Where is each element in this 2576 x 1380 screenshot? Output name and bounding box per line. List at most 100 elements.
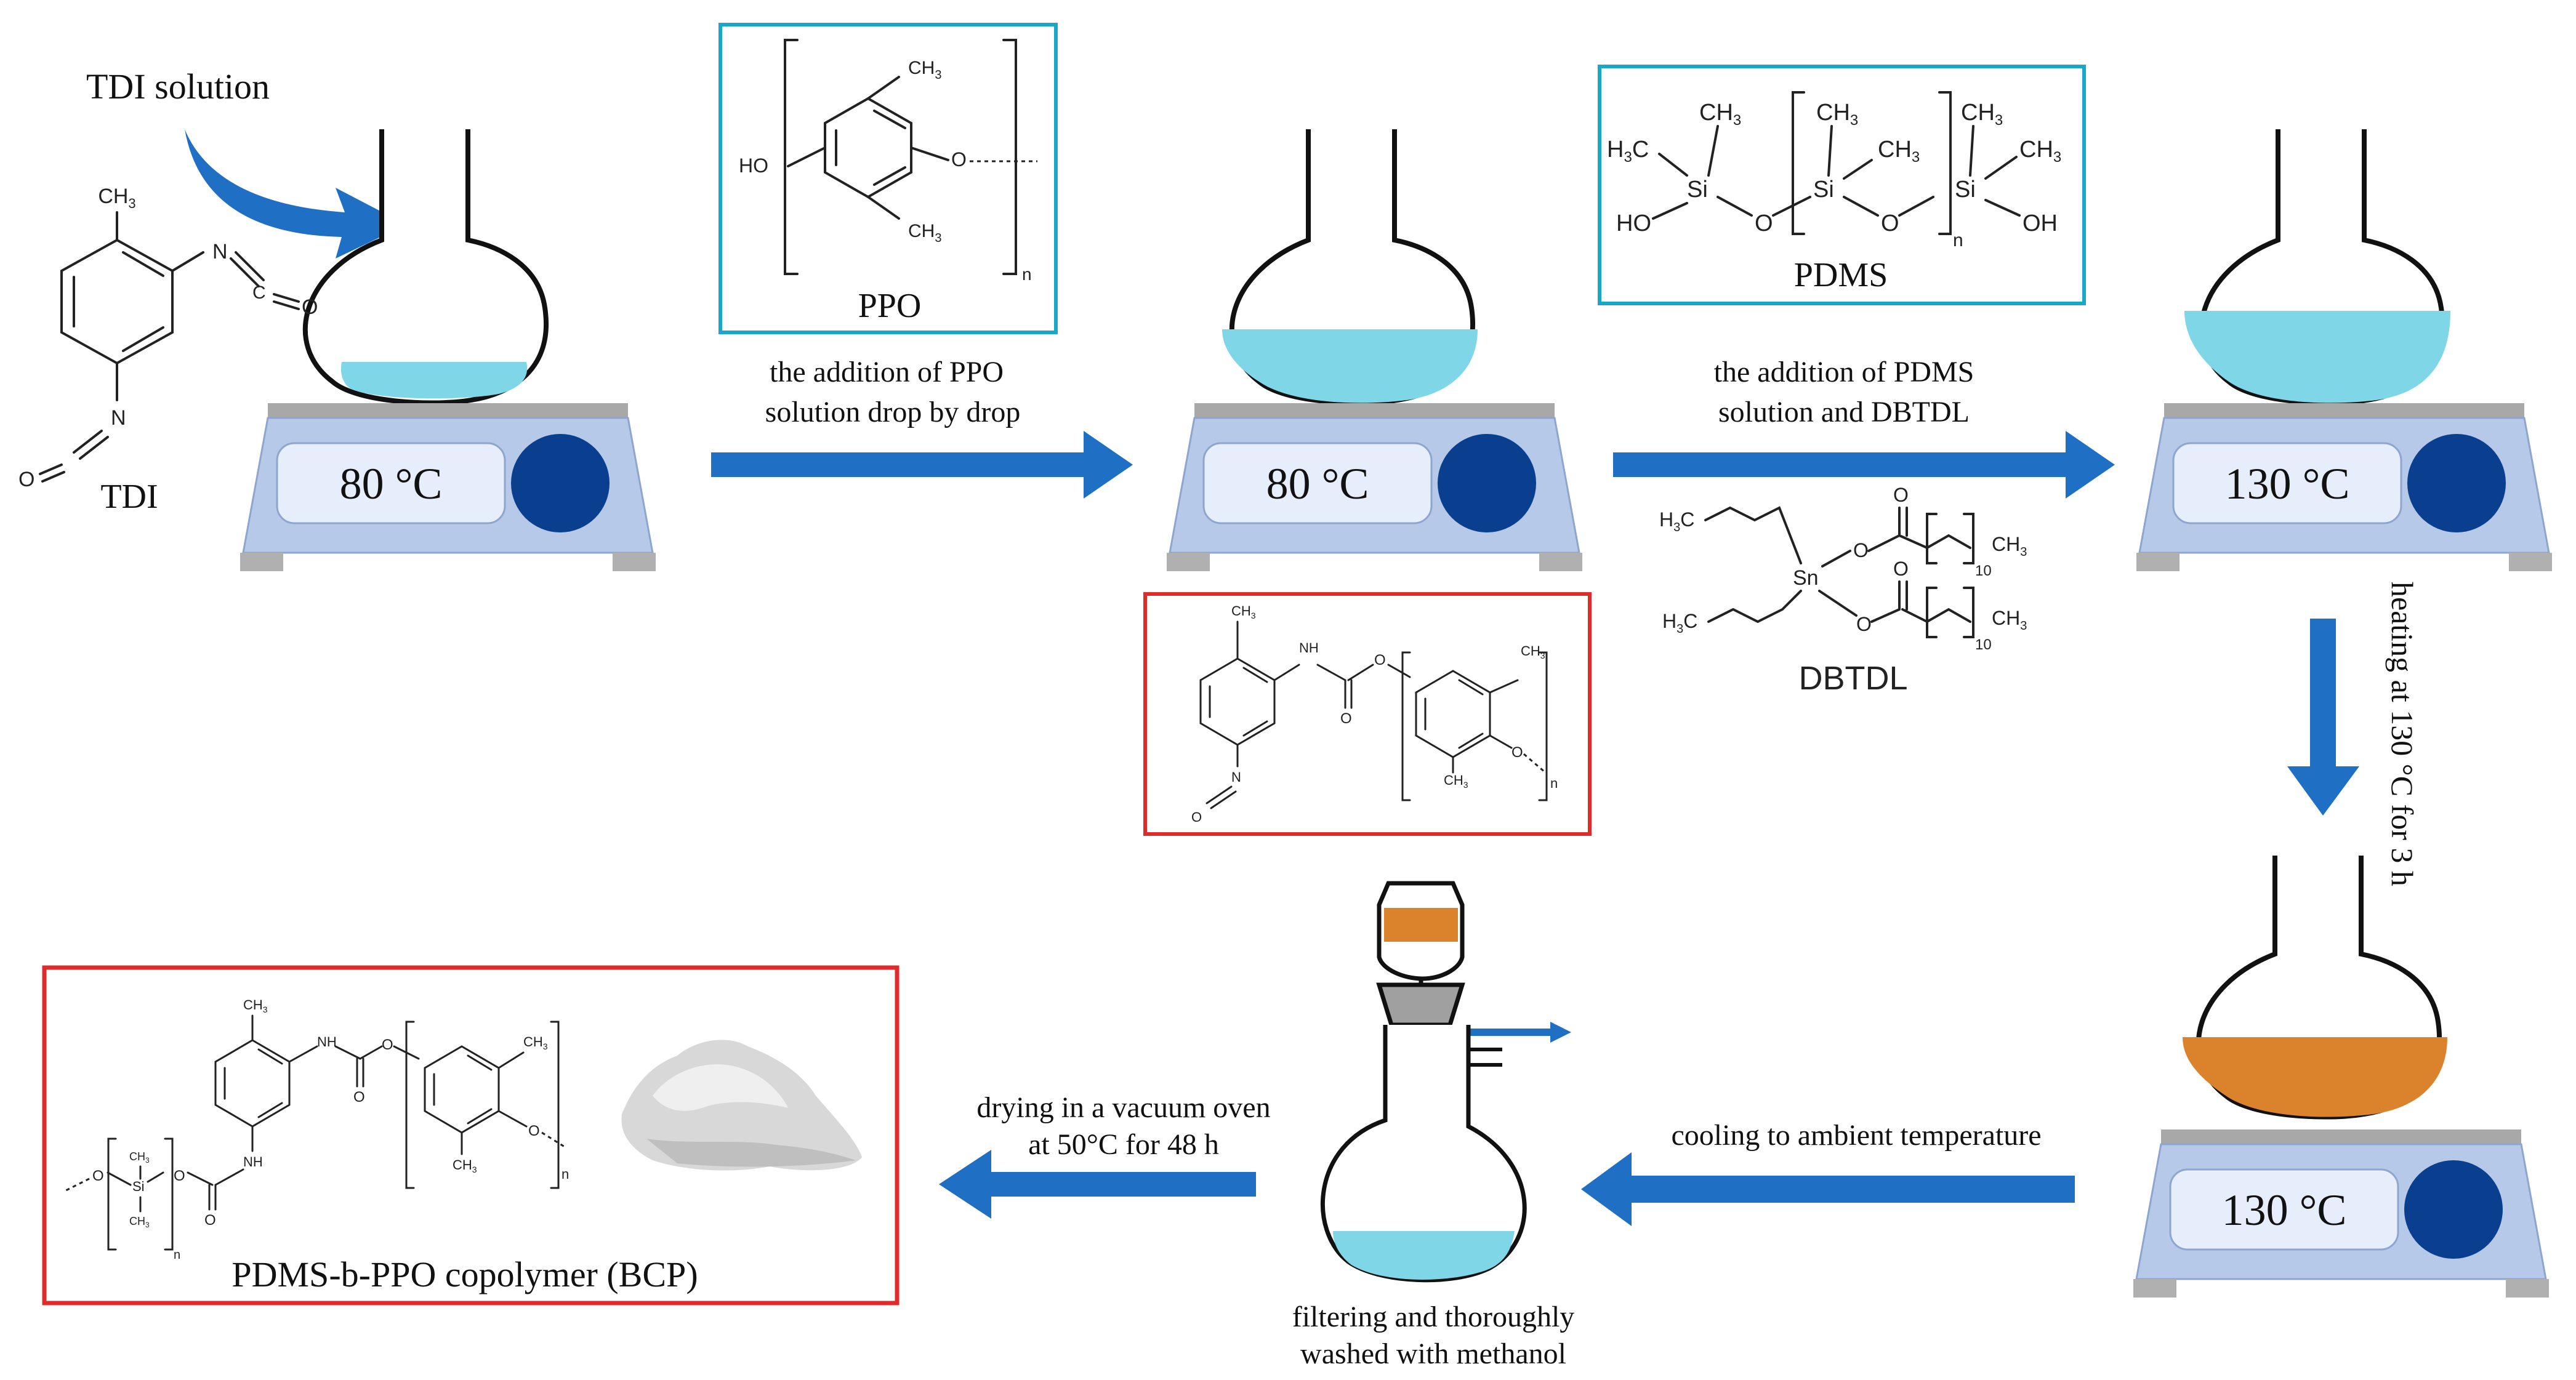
svg-text:O: O [1511, 744, 1523, 761]
svg-text:CH3: CH3 [1521, 643, 1545, 660]
step-heating-label: heating at 130 °C for 3 h [2385, 582, 2420, 886]
svg-text:CH3: CH3 [1816, 100, 1858, 129]
svg-text:10: 10 [1975, 636, 1992, 653]
svg-text:O: O [174, 1168, 185, 1184]
svg-text:O: O [353, 1089, 365, 1105]
svg-text:O: O [1893, 484, 1909, 506]
svg-text:N: N [111, 406, 126, 430]
svg-text:O: O [302, 295, 318, 319]
svg-text:CH3: CH3 [243, 997, 268, 1014]
svg-text:CH3: CH3 [129, 1215, 150, 1229]
svg-text:CH3: CH3 [908, 58, 941, 82]
hotplate-2-temp: 80 °C [1266, 459, 1369, 508]
svg-text:n: n [1550, 776, 1558, 791]
svg-text:O: O [1340, 710, 1352, 727]
pdms-structure: H3C CH3 Si HO O CH3 Si CH3 O n CH3 Si CH… [1607, 91, 2061, 294]
hotplate-1-knob [511, 434, 610, 532]
powder-image [621, 1040, 862, 1171]
pdms-label: PDMS [1794, 256, 1888, 294]
svg-text:O: O [1853, 539, 1869, 561]
svg-text:H3C: H3C [1662, 610, 1697, 636]
arrow-step-drying [939, 1150, 1256, 1219]
intermediate-structure: CH3 NH O O CH3 CH3 O n N O [1191, 603, 1558, 825]
step-ppo-line1: the addition of PPO [770, 356, 1004, 388]
svg-text:NH: NH [1299, 640, 1319, 656]
pdms-structure-box [1598, 65, 2086, 305]
svg-text:O: O [1755, 211, 1773, 236]
ppo-label: PPO [858, 287, 922, 325]
svg-text:NH: NH [317, 1034, 337, 1049]
arrow-step-heating [2287, 619, 2359, 816]
svg-text:N: N [212, 240, 228, 263]
svg-text:CH3: CH3 [1231, 603, 1256, 620]
ppo-structure-box [718, 23, 1058, 334]
svg-text:O: O [1893, 558, 1909, 580]
product-box [42, 965, 900, 1306]
arrow-step-pdms [1613, 431, 2115, 499]
arrow-filtrate [1460, 1022, 1571, 1043]
svg-text:CH3: CH3 [129, 1150, 150, 1165]
ppo-structure: HO CH3 CH3 O n PPO [739, 39, 1037, 325]
step-filtering-line2: washed with methanol [1300, 1338, 1566, 1370]
arrows [185, 129, 2359, 1226]
flask-1 [302, 129, 549, 406]
hotplate-3: 130 °C [2136, 129, 2552, 571]
hotplate-1-display [276, 442, 506, 524]
svg-text:O: O [1374, 652, 1386, 668]
filtration-apparatus [1320, 881, 1527, 1283]
dbtdl-label: DBTDL [1798, 660, 1907, 697]
svg-text:n: n [561, 1166, 569, 1182]
flask-1-liquid [340, 362, 528, 399]
flask-2-liquid [1222, 329, 1478, 403]
svg-text:10: 10 [1975, 563, 1992, 579]
svg-text:H3C: H3C [1607, 137, 1649, 166]
svg-text:Si: Si [1813, 177, 1834, 203]
arrow-step-ppo [711, 431, 1133, 499]
svg-text:n: n [1953, 230, 1963, 251]
step-cooling-label: cooling to ambient temperature [1671, 1119, 2041, 1152]
svg-text:O: O [528, 1123, 540, 1139]
svg-text:O: O [951, 148, 967, 170]
step-pdms-line1: the addition of PDMS [1714, 356, 1974, 388]
svg-text:CH3: CH3 [1961, 100, 2003, 129]
arrow-step-cooling [1581, 1152, 2075, 1226]
svg-text:NH: NH [243, 1154, 263, 1169]
svg-text:HO: HO [739, 154, 768, 177]
step-pdms-line2: solution and DBTDL [1718, 396, 1970, 428]
hotplate-4: 130 °C [2133, 856, 2549, 1298]
svg-text:O: O [1191, 809, 1202, 825]
svg-text:CH3: CH3 [523, 1034, 548, 1051]
svg-text:Sn: Sn [1793, 566, 1819, 590]
tdi-structure: CH3 N C O N O [18, 185, 318, 491]
svg-text:CH3: CH3 [453, 1157, 477, 1174]
svg-text:O: O [382, 1037, 393, 1053]
svg-text:OH: OH [2023, 211, 2058, 236]
hotplate-1-top [268, 403, 628, 418]
filtration-liquid [1333, 1231, 1515, 1280]
svg-text:CH3: CH3 [1878, 137, 1920, 166]
svg-text:O: O [1856, 613, 1872, 635]
product-label: PDMS-b-PPO copolymer (BCP) [231, 1254, 698, 1294]
svg-text:O: O [1881, 211, 1899, 236]
tdi-solution-label: TDI solution [86, 66, 270, 106]
svg-text:O: O [18, 468, 34, 491]
svg-text:CH3: CH3 [1992, 533, 2027, 559]
product-structure: CH3 NH O O CH3 CH3 O n NH O O Si CH3 [64, 997, 569, 1262]
hotplate-1: 80 °C [240, 129, 656, 571]
flask-3-liquid [2184, 311, 2450, 403]
step-filtering-line1: filtering and thoroughly [1292, 1301, 1575, 1333]
svg-text:O: O [92, 1168, 104, 1184]
hotplate-1-temp: 80 °C [340, 459, 443, 508]
svg-text:CH3: CH3 [98, 185, 135, 211]
svg-text:Si: Si [1687, 177, 1708, 203]
svg-text:HO: HO [1616, 211, 1651, 236]
dbtdl-structure: H3C H3C Sn O O 10 CH3 O O 10 CH3 DBTDL [1659, 484, 2027, 697]
funnel-liquid [1384, 908, 1458, 942]
intermediate-structure-box [1143, 592, 1592, 836]
hotplate-4-temp: 130 °C [2222, 1185, 2347, 1235]
svg-text:CH3: CH3 [2019, 137, 2061, 166]
step-drying-line1: drying in a vacuum oven [976, 1091, 1270, 1124]
hotplate-2: 80 °C [1167, 129, 1582, 571]
svg-text:H3C: H3C [1659, 508, 1694, 534]
